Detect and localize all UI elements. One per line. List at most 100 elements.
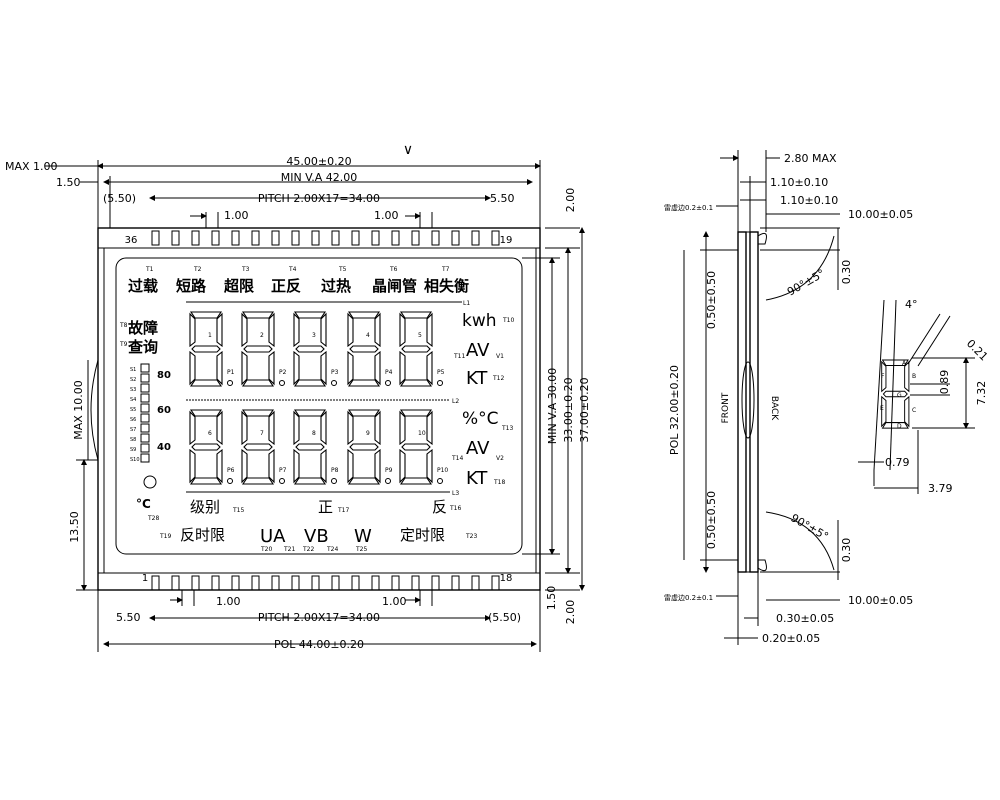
side-glass-back — [749, 231, 759, 573]
temp-bar-tag: S10 — [130, 457, 140, 463]
dp-tag: P5 — [437, 369, 445, 376]
temp-bar-segment — [140, 443, 150, 453]
temp-bar-tag: S6 — [130, 417, 136, 423]
tag-t24: T24 — [326, 546, 338, 553]
seven-seg-digit — [399, 409, 433, 485]
status-tag: T4 — [288, 266, 297, 273]
pin-pad — [431, 230, 440, 246]
decimal-point — [385, 478, 391, 484]
dp-tag: P3 — [331, 369, 339, 376]
tag-t15: T15 — [232, 507, 244, 514]
pin-pad — [471, 230, 480, 246]
temp-bar-segment — [140, 433, 150, 443]
status-tag: T2 — [193, 266, 202, 273]
status-tag: T1 — [145, 266, 154, 273]
side-dim-1000-bot: 10.00±0.05 — [848, 594, 913, 607]
pin-pad — [431, 575, 440, 591]
digit-number: 8 — [312, 430, 316, 437]
dim-550-paren-bot: (5.50) — [488, 611, 521, 624]
tag-t28: T28 — [147, 515, 159, 522]
pin-pad — [331, 230, 340, 246]
seven-seg-digit — [241, 311, 275, 387]
pin-pad — [191, 575, 200, 591]
digit-number: 10 — [418, 430, 426, 437]
dim-37: 37.00±0.20 — [578, 377, 591, 442]
side-glass-front — [737, 231, 747, 573]
pin-pad — [371, 575, 380, 591]
label-ua: UA — [260, 526, 286, 547]
digit-number: 3 — [312, 332, 316, 339]
dim-pitch-bot: PITCH 2.00X17=34.00 — [258, 611, 380, 624]
pin-pad — [411, 575, 420, 591]
side-dim-280: 2.80 MAX — [784, 152, 837, 165]
temp-40: 40 — [157, 442, 171, 453]
label-w: W — [354, 526, 372, 547]
dim-550-top: 5.50 — [490, 192, 515, 205]
tag-t21: T21 — [283, 546, 295, 553]
tag-l3: L3 — [452, 490, 459, 497]
side-view: 2.80 MAX 1.10±0.10 1.10±0.10 10.00±0.05 … — [664, 150, 913, 645]
side-angle-top: 90°±5° — [785, 267, 827, 299]
tag-t13: T13 — [501, 425, 513, 432]
tag-t8: T8 — [119, 322, 128, 329]
pin-pad — [451, 575, 460, 591]
tag-t20: T20 — [260, 546, 272, 553]
side-label-front: FRONT — [721, 392, 731, 423]
dim-33: 33.00±0.20 — [562, 377, 575, 442]
dp-tag: P7 — [279, 467, 287, 474]
dim-pol-44: POL 44.00±0.20 — [274, 638, 364, 651]
decimal-point — [279, 380, 285, 386]
pin-pad — [291, 575, 300, 591]
status-label: 正反 — [271, 277, 301, 295]
decimal-point — [437, 380, 443, 386]
temp-bar-tag: S1 — [130, 367, 136, 373]
tag-v1: V1 — [496, 353, 504, 360]
unit-kt-1: KT — [466, 368, 488, 389]
unit-av-1: AV — [466, 340, 490, 361]
decimal-point — [331, 380, 337, 386]
dp-tag: P2 — [279, 369, 287, 376]
dim-max-1: MAX 1.00 — [5, 160, 58, 173]
dim-1350: 13.50 — [68, 511, 81, 543]
label-forward: 正 — [318, 498, 333, 516]
dim-550-paren-top: (5.50) — [103, 192, 136, 205]
side-dim-110-a: 1.10±0.10 — [770, 176, 828, 189]
pin-36: 36 — [125, 235, 138, 246]
pin-pad — [151, 575, 160, 591]
pin-pad — [471, 575, 480, 591]
seven-seg-digit — [293, 409, 327, 485]
seven-seg-digit — [347, 409, 381, 485]
dp-tag: P4 — [385, 369, 393, 376]
dim-150-top: 1.50 — [56, 176, 81, 189]
pin-1: 1 — [142, 573, 148, 584]
front-view: 36 19 1 18 45.00±0.20 MAX 1.00 MIN V.A 4… — [5, 155, 591, 652]
detail-dim-379: 3.79 — [928, 482, 953, 495]
status-label: 过载 — [128, 277, 158, 295]
dim-100-d: 1.00 — [382, 595, 407, 608]
seven-seg-digit — [189, 311, 223, 387]
dim-min-va-30: MIN V.A 30.00 — [546, 368, 559, 445]
dim-100-a: 1.00 — [224, 209, 249, 222]
dp-tag: P10 — [437, 467, 448, 474]
decimal-point — [385, 380, 391, 386]
digit-number: 7 — [260, 430, 264, 437]
temp-deg-c: °C — [136, 497, 151, 511]
tag-t17: T17 — [337, 507, 349, 514]
pin-pad — [351, 575, 360, 591]
tag-t10: T10 — [502, 317, 514, 324]
seven-seg-digit — [241, 409, 275, 485]
fault-label-2: 查询 — [128, 338, 158, 356]
status-label: 相失衡 — [424, 277, 469, 295]
tag-t23: T23 — [465, 533, 477, 540]
segment-letter: B — [912, 373, 916, 380]
status-label: 超限 — [223, 277, 254, 295]
decimal-point — [437, 478, 443, 484]
pin-pad — [371, 230, 380, 246]
segment-letter: D — [897, 423, 902, 430]
status-tag: T3 — [241, 266, 250, 273]
pin-pad — [391, 230, 400, 246]
detail-dim-021: 0.21 — [964, 337, 991, 364]
pin-19: 19 — [500, 235, 513, 246]
